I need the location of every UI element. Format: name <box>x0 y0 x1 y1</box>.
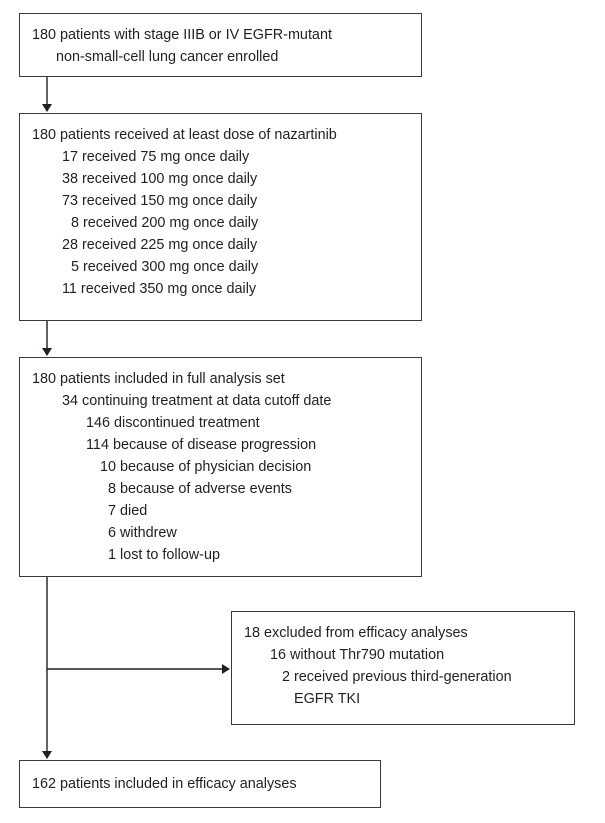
excluded-box: 18 excluded from efficacy analyses 16 wi… <box>231 611 575 725</box>
dosed-title: 180 patients received at least dose of n… <box>32 127 337 143</box>
dose-item: 28 received 225 mg once daily <box>62 237 258 253</box>
dose-item: 17 received 75 mg once daily <box>62 149 250 165</box>
discontinuation-reason: 10 because of physician decision <box>100 459 312 475</box>
excluded-previous-tki: 2 received previous third-generation <box>282 669 512 685</box>
excluded-title: 18 excluded from efficacy analyses <box>244 625 468 641</box>
excluded-previous-tki-cont: EGFR TKI <box>294 691 361 707</box>
dose-item: 11 received 350 mg once daily <box>62 281 257 297</box>
dosed-box: 180 patients received at least dose of n… <box>19 113 422 321</box>
discontinuation-reason: 114 because of disease progression <box>86 437 317 453</box>
efficacy-title: 162 patients included in efficacy analys… <box>32 776 297 792</box>
discontinuation-reason: 7 died <box>108 503 148 519</box>
dose-item: 8 received 200 mg once daily <box>71 215 259 231</box>
discontinued-treatment: 146 discontinued treatment <box>86 415 260 431</box>
enrolled-line-2: non-small-cell lung cancer enrolled <box>56 49 279 65</box>
enrolled-box: 180 patients with stage IIIB or IV EGFR-… <box>19 13 422 77</box>
dose-item: 5 received 300 mg once daily <box>71 259 259 275</box>
discontinuation-reason: 8 because of adverse events <box>108 481 293 497</box>
analysis-set-box: 180 patients included in full analysis s… <box>19 357 422 577</box>
dose-item: 38 received 100 mg once daily <box>62 171 258 187</box>
enrolled-line-1: 180 patients with stage IIIB or IV EGFR-… <box>32 27 332 43</box>
continuing-treatment: 34 continuing treatment at data cutoff d… <box>62 393 332 409</box>
excluded-without-mutation: 16 without Thr790 mutation <box>270 647 445 663</box>
discontinuation-reason: 1 lost to follow-up <box>108 547 220 563</box>
analysis-set-title: 180 patients included in full analysis s… <box>32 371 285 387</box>
efficacy-box: 162 patients included in efficacy analys… <box>19 760 381 808</box>
discontinuation-reason: 6 withdrew <box>108 525 177 541</box>
dose-item: 73 received 150 mg once daily <box>62 193 258 209</box>
